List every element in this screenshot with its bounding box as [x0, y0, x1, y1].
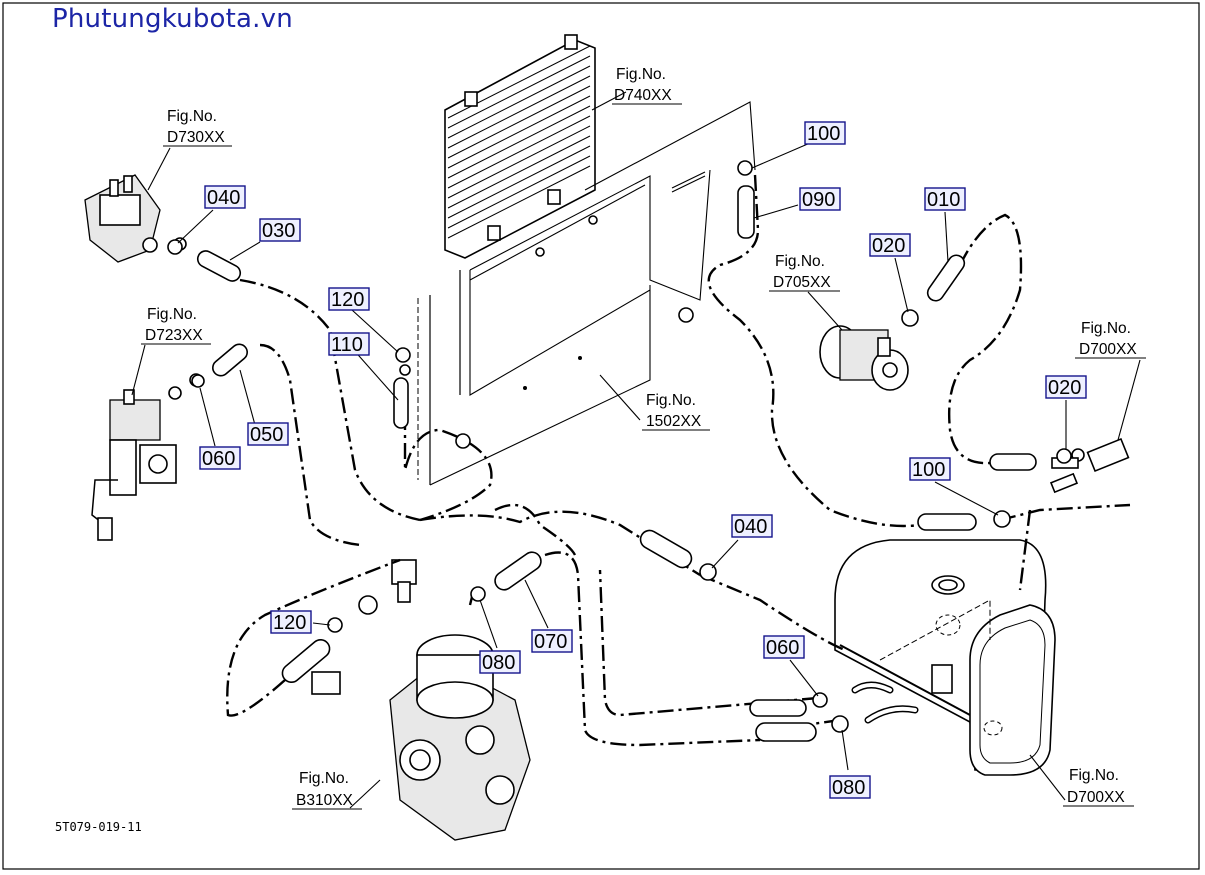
svg-text:050: 050	[250, 424, 283, 446]
watermark: Phutungkubota.vn	[52, 4, 293, 34]
callout-060-left[interactable]: 060	[199, 446, 241, 470]
svg-text:Fig.No.: Fig.No.	[167, 108, 217, 125]
svg-text:040: 040	[207, 187, 240, 209]
svg-text:100: 100	[912, 459, 945, 481]
callout-100-top[interactable]: 100	[804, 121, 846, 145]
hydraulic-tank	[834, 539, 1056, 776]
svg-text:020: 020	[1048, 377, 1081, 399]
svg-text:Fig.No.: Fig.No.	[775, 253, 825, 270]
fig-ref-1502: Fig.No. 1502XX	[642, 392, 710, 431]
control-valve	[84, 174, 187, 263]
callout-020-right[interactable]: 020	[1045, 375, 1087, 399]
callout-060-right[interactable]: 060	[763, 635, 805, 659]
fig-ref-d730: Fig.No. D730XX	[163, 108, 232, 147]
callout-120-bottom[interactable]: 120	[270, 610, 312, 634]
svg-text:Fig.No.: Fig.No.	[147, 306, 197, 323]
fig-ref-d700-top: Fig.No. D700XX	[1075, 320, 1146, 359]
callout-050[interactable]: 050	[247, 422, 289, 446]
oil-cooler	[444, 34, 596, 259]
fig-ref-d705: Fig.No. D705XX	[769, 253, 840, 292]
svg-text:120: 120	[273, 612, 306, 634]
svg-text:Fig.No.: Fig.No.	[1069, 767, 1119, 784]
callout-080-mid[interactable]: 080	[479, 650, 521, 674]
svg-text:120: 120	[331, 289, 364, 311]
callout-070[interactable]: 070	[531, 629, 573, 653]
svg-text:060: 060	[766, 637, 799, 659]
hoses	[226, 174, 1131, 747]
leader-lines	[131, 91, 1141, 809]
svg-text:100: 100	[807, 123, 840, 145]
solenoid-valve	[91, 373, 203, 541]
svg-text:Fig.No.: Fig.No.	[646, 392, 696, 409]
callout-010[interactable]: 010	[924, 187, 966, 211]
svg-text:D740XX: D740XX	[614, 87, 672, 104]
svg-text:060: 060	[202, 448, 235, 470]
fig-ref-d723: Fig.No. D723XX	[141, 306, 211, 345]
hose-sleeves	[196, 185, 1079, 742]
svg-text:D700XX: D700XX	[1067, 789, 1125, 806]
svg-text:030: 030	[262, 220, 295, 242]
svg-text:B310XX: B310XX	[296, 792, 354, 809]
svg-text:D723XX: D723XX	[145, 327, 203, 344]
callout-090[interactable]: 090	[799, 187, 841, 211]
callout-080-bottom[interactable]: 080	[829, 775, 871, 799]
svg-text:D700XX: D700XX	[1079, 341, 1137, 358]
callout-030[interactable]: 030	[259, 218, 301, 242]
svg-text:040: 040	[734, 516, 767, 538]
svg-text:080: 080	[482, 652, 515, 674]
svg-text:020: 020	[872, 235, 905, 257]
svg-text:1502XX: 1502XX	[646, 413, 702, 430]
callout-100-right[interactable]: 100	[909, 457, 951, 481]
svg-text:D730XX: D730XX	[167, 129, 225, 146]
suction-fitting	[1049, 437, 1130, 494]
svg-text:070: 070	[534, 631, 567, 653]
svg-text:Fig.No.: Fig.No.	[299, 770, 349, 787]
callout-040-mid[interactable]: 040	[731, 514, 773, 538]
hydraulic-pump	[311, 559, 531, 841]
svg-text:080: 080	[832, 777, 865, 799]
callout-110[interactable]: 110	[328, 332, 370, 356]
fig-ref-b310: Fig.No. B310XX	[292, 770, 362, 810]
gear-pump	[819, 325, 909, 391]
panel-frame	[417, 101, 756, 486]
callout-120-top[interactable]: 120	[328, 287, 370, 311]
svg-text:110: 110	[331, 334, 363, 356]
svg-text:Fig.No.: Fig.No.	[616, 66, 666, 83]
svg-text:090: 090	[802, 189, 835, 211]
fig-ref-d740: Fig.No. D740XX	[612, 66, 682, 105]
fig-ref-d700-bottom: Fig.No. D700XX	[1063, 767, 1134, 807]
callout-040-left[interactable]: 040	[204, 185, 246, 209]
svg-text:D705XX: D705XX	[773, 274, 831, 291]
callout-020-pump[interactable]: 020	[869, 233, 911, 257]
svg-text:Fig.No.: Fig.No.	[1081, 320, 1131, 337]
diagram-code: 5T079-019-11	[55, 820, 142, 834]
svg-text:010: 010	[927, 189, 960, 211]
